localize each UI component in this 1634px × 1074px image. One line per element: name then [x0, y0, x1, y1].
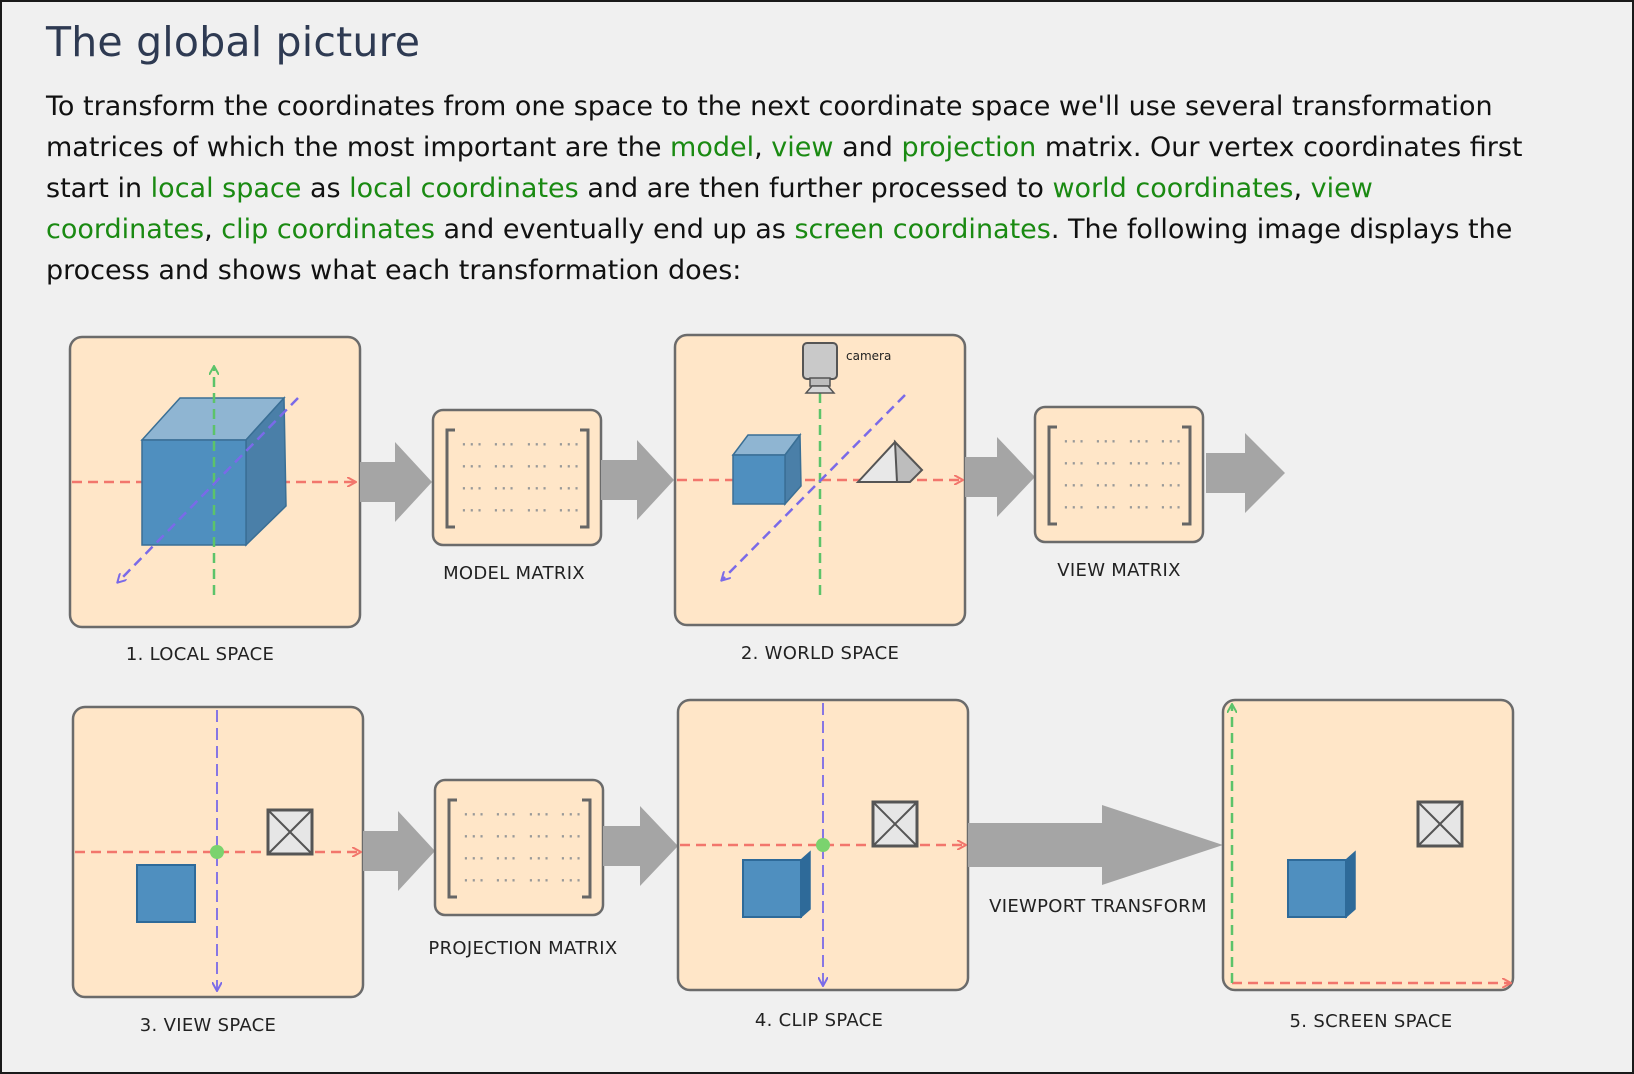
flow-arrow: [603, 806, 678, 886]
cube-icon: [1287, 850, 1356, 919]
cube-icon: [742, 850, 811, 919]
term-local-coordinates: local coordinates: [349, 173, 579, 204]
term-clip-coordinates: clip coordinates: [221, 214, 435, 245]
label-model-matrix: MODEL MATRIX: [443, 563, 585, 584]
cube-icon: [136, 864, 196, 923]
camera-icon: [802, 342, 838, 394]
label-view-matrix: VIEW MATRIX: [1057, 560, 1180, 581]
label-viewport-transform: VIEWPORT TRANSFORM: [989, 896, 1207, 917]
box-icon: [266, 808, 314, 856]
cube-icon: [140, 396, 287, 547]
box-icon: [1416, 800, 1464, 848]
text-segment: and are then further processed to: [578, 173, 1053, 204]
page-title: The global picture: [46, 18, 421, 66]
intro-paragraph: To transform the coordinates from one sp…: [46, 86, 1546, 291]
text-segment: . The following image displays the proce…: [46, 214, 1513, 286]
text-segment: ,: [204, 214, 222, 245]
cube-icon: [731, 432, 802, 506]
panel-local-space: 1. LOCAL SPACE: [68, 335, 362, 665]
flow-arrow: [1206, 433, 1285, 513]
label-world-space: 2. WORLD SPACE: [741, 643, 899, 664]
text-segment: as: [301, 173, 350, 204]
label-screen-space: 5. SCREEN SPACE: [1290, 1011, 1453, 1032]
label-clip-space: 4. CLIP SPACE: [755, 1010, 883, 1031]
projection-matrix: PROJECTION MATRIX: [428, 778, 617, 959]
term-screen-coordinates: screen coordinates: [794, 214, 1051, 245]
flow-arrow: [601, 440, 674, 520]
panel-clip-space: 4. CLIP SPACE: [676, 698, 970, 1031]
label-view-space: 3. VIEW SPACE: [140, 1015, 276, 1036]
pyramid-icon: [855, 439, 924, 483]
flow-arrow: [363, 811, 435, 891]
term-model: model: [670, 132, 755, 163]
flow-arrow: [965, 437, 1035, 517]
flow-arrow: [360, 442, 432, 522]
model-matrix: MODEL MATRIX: [431, 408, 603, 584]
text-segment: matrix. Our vertex coordinates first sta…: [46, 132, 1523, 204]
box-icon: [871, 800, 919, 848]
term-view-coordinates: view coordinates: [46, 173, 1373, 245]
panel-screen-space: 5. SCREEN SPACE: [1221, 698, 1515, 1032]
term-local-space: local space: [150, 173, 302, 204]
view-matrix: VIEW MATRIX: [1033, 405, 1205, 581]
panel-view-space: 3. VIEW SPACE: [71, 705, 365, 1036]
term-world-coordinates: world coordinates: [1052, 173, 1294, 204]
label-camera: camera: [846, 349, 891, 363]
term-projection: projection: [901, 132, 1037, 163]
text-segment: ,: [1293, 173, 1311, 204]
text-segment: and: [833, 132, 902, 163]
viewport-arrow: [968, 805, 1223, 885]
term-view: view: [771, 132, 834, 163]
panel-world-space: camera 2. WORLD SPACE: [673, 333, 967, 664]
label-projection-matrix: PROJECTION MATRIX: [428, 938, 617, 959]
text-segment: ,: [754, 132, 772, 163]
label-local-space: 1. LOCAL SPACE: [126, 644, 274, 665]
text-segment: and eventually end up as: [434, 214, 795, 245]
text-segment: To transform the coordinates from one sp…: [46, 91, 1493, 163]
